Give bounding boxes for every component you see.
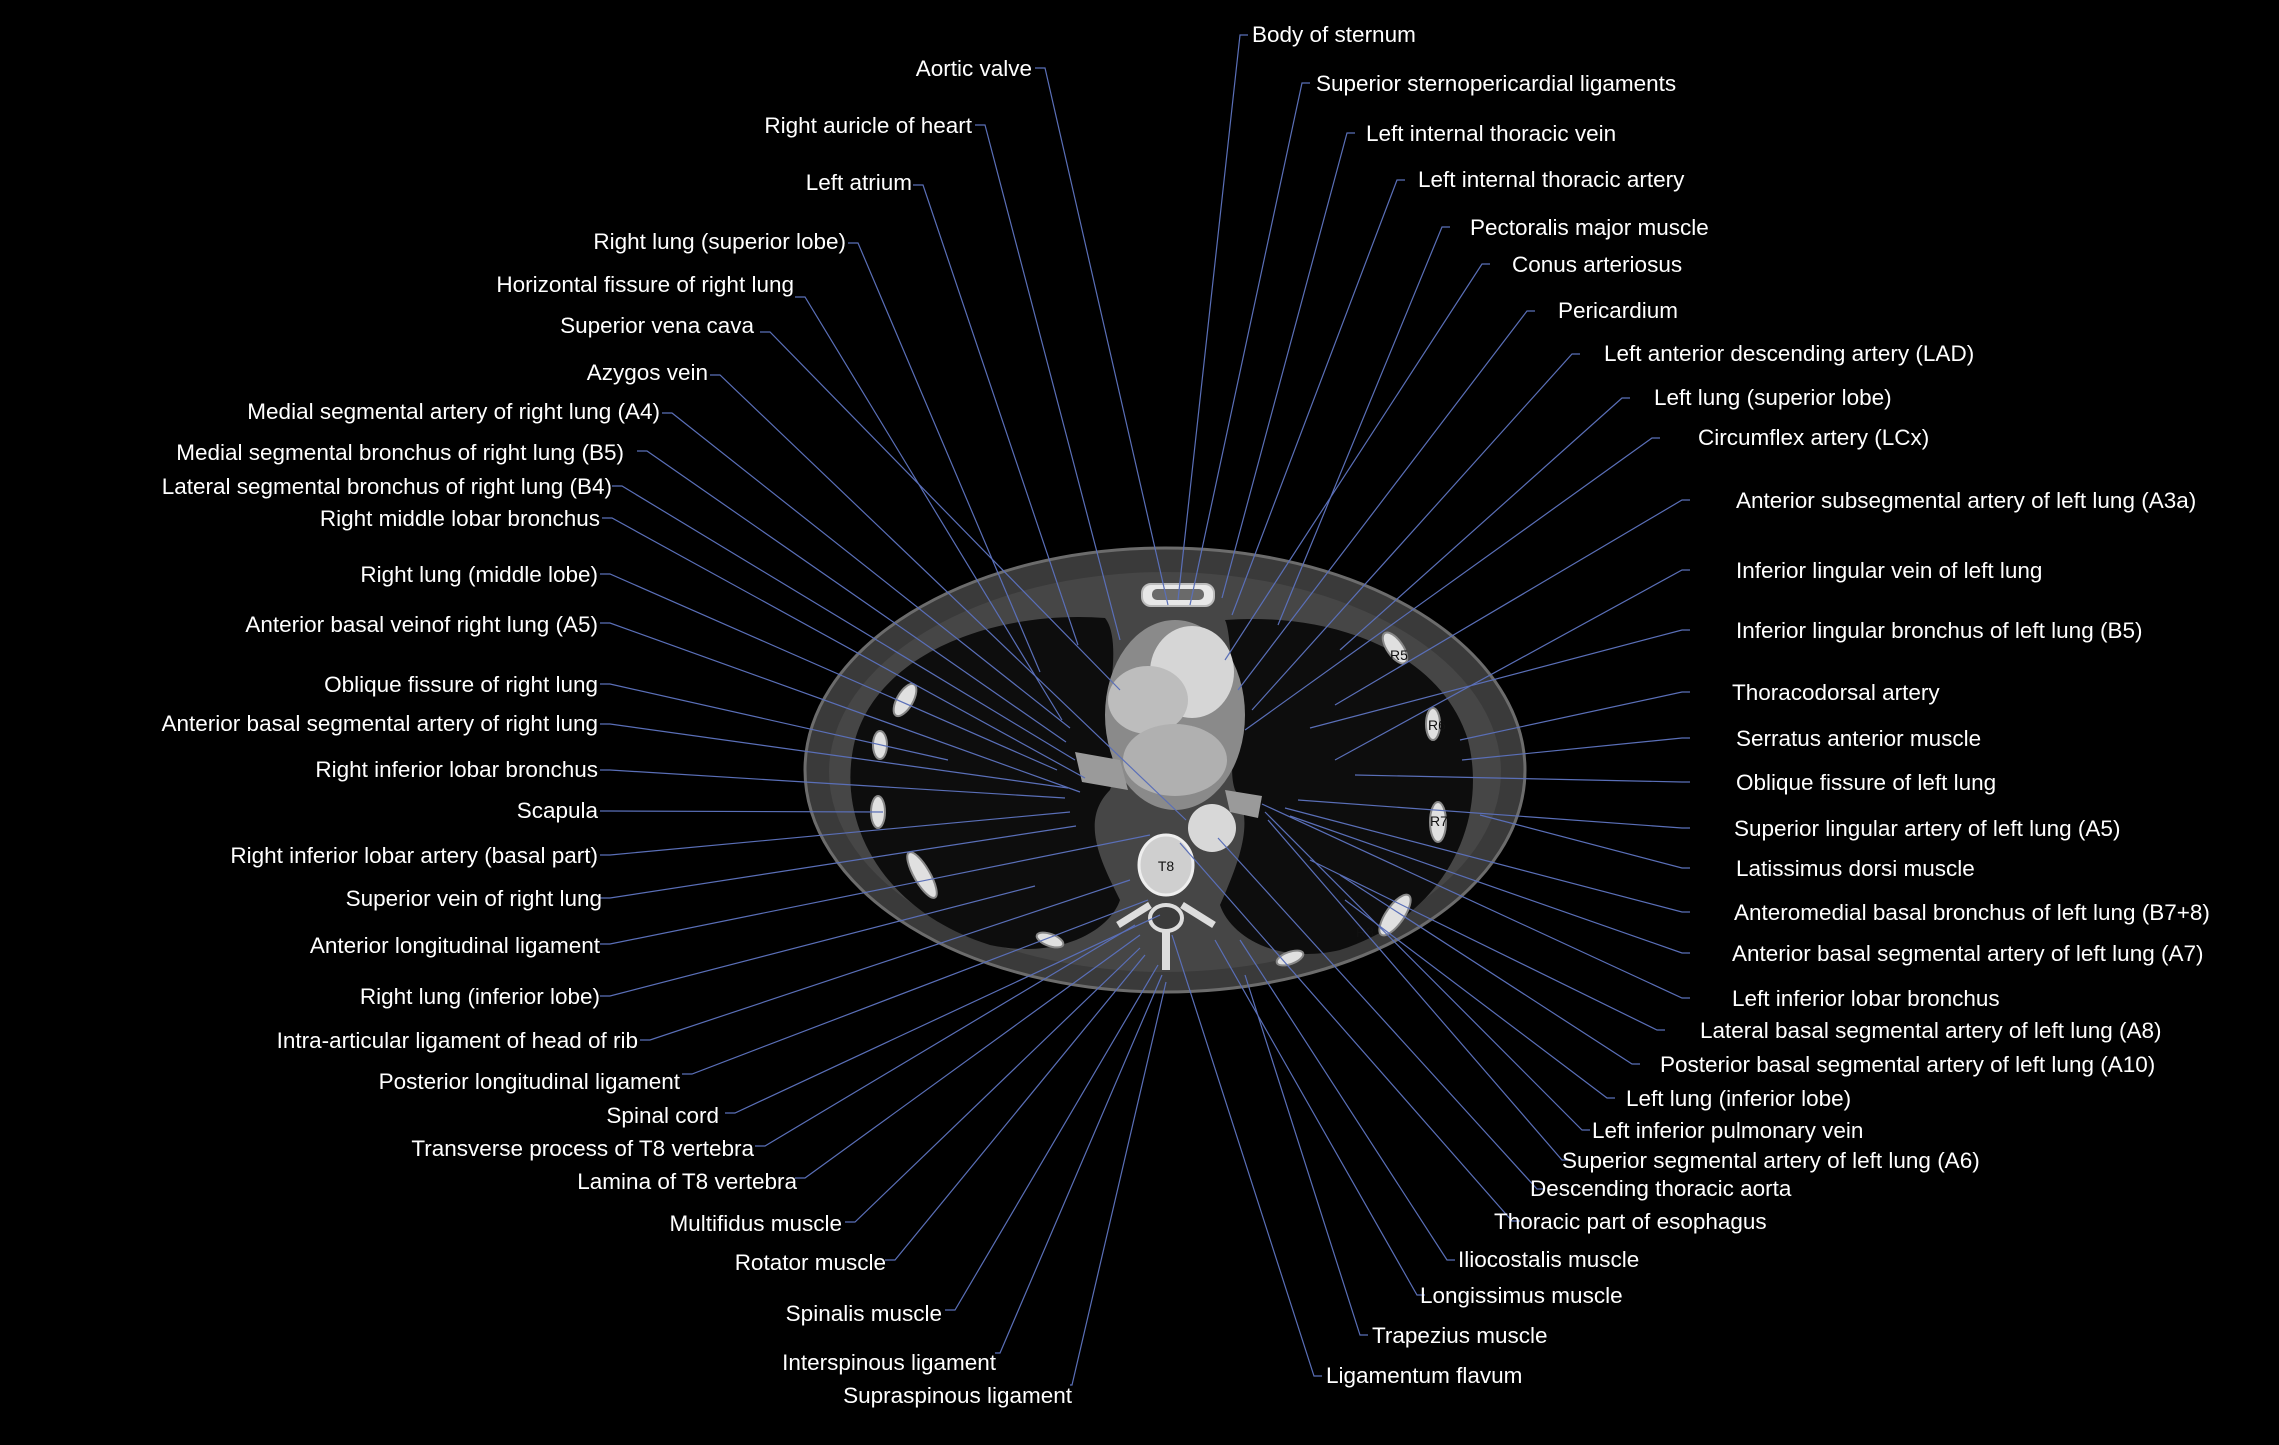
label-longissimus-muscle: Longissimus muscle xyxy=(1420,1283,1623,1308)
label-transverse-process-t8: Transverse process of T8 vertebra xyxy=(411,1136,754,1161)
label-thoracic-esophagus: Thoracic part of esophagus xyxy=(1494,1209,1767,1234)
label-inferior-lingular-vein: Inferior lingular vein of left lung xyxy=(1736,558,2042,583)
label-ligamentum-flavum: Ligamentum flavum xyxy=(1326,1363,1522,1388)
label-scapula: Scapula xyxy=(517,798,599,823)
label-left-atrium: Left atrium xyxy=(806,170,912,195)
label-anterior-subsegmental-artery-a3a: Anterior subsegmental artery of left lun… xyxy=(1736,488,2196,513)
rib-label-r7: R7 xyxy=(1430,813,1448,829)
label-supraspinous-ligament: Supraspinous ligament xyxy=(843,1383,1073,1408)
label-circumflex-artery: Circumflex artery (LCx) xyxy=(1698,425,1929,450)
label-posterior-basal-artery-a10: Posterior basal segmental artery of left… xyxy=(1660,1052,2155,1077)
label-thoracodorsal-artery: Thoracodorsal artery xyxy=(1732,680,1940,705)
descending-aorta-shape xyxy=(1188,804,1236,852)
label-superior-vena-cava: Superior vena cava xyxy=(560,313,754,338)
label-latissimus-dorsi: Latissimus dorsi muscle xyxy=(1736,856,1975,881)
label-anterior-longitudinal-ligament: Anterior longitudinal ligament xyxy=(310,933,601,958)
label-right-auricle: Right auricle of heart xyxy=(764,113,972,138)
right-hilum xyxy=(1075,752,1128,790)
label-pericardium: Pericardium xyxy=(1558,298,1678,323)
label-superior-lingular-artery-a5: Superior lingular artery of left lung (A… xyxy=(1734,816,2120,841)
label-iliocostalis-muscle: Iliocostalis muscle xyxy=(1458,1247,1639,1272)
label-medial-segmental-bronchus-b5: Medial segmental bronchus of right lung … xyxy=(176,440,624,465)
label-rotator-muscle: Rotator muscle xyxy=(735,1250,886,1275)
rib-label-r5: R5 xyxy=(1390,647,1408,663)
right-ventricle xyxy=(1108,666,1188,734)
label-spinal-cord: Spinal cord xyxy=(606,1103,719,1128)
vertebra-t8: T8 xyxy=(1116,833,1216,970)
label-horizontal-fissure-right: Horizontal fissure of right lung xyxy=(496,272,794,297)
label-pectoralis-major: Pectoralis major muscle xyxy=(1470,215,1709,240)
label-serratus-anterior: Serratus anterior muscle xyxy=(1736,726,1981,751)
label-superior-segmental-artery-a6: Superior segmental artery of left lung (… xyxy=(1562,1148,1980,1173)
label-left-lung-inferior-lobe: Left lung (inferior lobe) xyxy=(1626,1086,1851,1111)
ct-axial-slice: T8 R5 R6 R7 R8 xyxy=(803,546,1527,994)
label-anterior-basal-vein-right: Anterior basal veinof right lung (A5) xyxy=(245,612,598,637)
label-left-internal-thoracic-artery: Left internal thoracic artery xyxy=(1418,167,1685,192)
label-superior-sternopericardial-ligaments: Superior sternopericardial ligaments xyxy=(1316,71,1676,96)
label-right-lung-middle-lobe: Right lung (middle lobe) xyxy=(360,562,598,587)
label-left-lung-superior-lobe: Left lung (superior lobe) xyxy=(1654,385,1892,410)
label-anterior-basal-artery-a7: Anterior basal segmental artery of left … xyxy=(1732,941,2203,966)
label-superior-vein-right-lung: Superior vein of right lung xyxy=(346,886,602,911)
label-lad: Left anterior descending artery (LAD) xyxy=(1604,341,1974,366)
label-oblique-fissure-right: Oblique fissure of right lung xyxy=(324,672,598,697)
label-posterior-longitudinal-ligament: Posterior longitudinal ligament xyxy=(379,1069,681,1094)
label-lamina-t8: Lamina of T8 vertebra xyxy=(577,1169,797,1194)
rib-label-r6: R6 xyxy=(1428,717,1446,733)
leader-lines xyxy=(600,34,1690,1386)
label-body-of-sternum: Body of sternum xyxy=(1252,22,1416,47)
label-intra-articular-ligament: Intra-articular ligament of head of rib xyxy=(277,1028,638,1053)
label-inferior-lingular-bronchus-b5: Inferior lingular bronchus of left lung … xyxy=(1736,618,2142,643)
label-medial-segmental-artery-a4: Medial segmental artery of right lung (A… xyxy=(247,399,660,424)
label-left-internal-thoracic-vein: Left internal thoracic vein xyxy=(1366,121,1616,146)
label-right-inferior-lobar-bronchus: Right inferior lobar bronchus xyxy=(315,757,598,782)
label-right-inferior-lobar-artery: Right inferior lobar artery (basal part) xyxy=(230,843,598,868)
vertebra-label: T8 xyxy=(1158,858,1175,874)
label-multifidus-muscle: Multifidus muscle xyxy=(669,1211,842,1236)
label-right-middle-lobar-bronchus: Right middle lobar bronchus xyxy=(320,506,600,531)
label-anteromedial-basal-bronchus-b78: Anteromedial basal bronchus of left lung… xyxy=(1734,900,2210,925)
right-labels: Body of sternum Superior sternopericardi… xyxy=(1252,22,2210,1388)
label-lateral-basal-artery-a8: Lateral basal segmental artery of left l… xyxy=(1700,1018,2162,1043)
left-labels: Aortic valve Right auricle of heart Left… xyxy=(162,56,1073,1408)
left-hilum xyxy=(1225,790,1262,818)
label-left-inferior-lobar-bronchus: Left inferior lobar bronchus xyxy=(1732,986,2000,1011)
label-azygos-vein: Azygos vein xyxy=(587,360,708,385)
left-atrium-shape xyxy=(1123,724,1227,796)
label-conus-arteriosus: Conus arteriosus xyxy=(1512,252,1682,277)
label-spinalis-muscle: Spinalis muscle xyxy=(786,1301,942,1326)
label-right-lung-inferior-lobe: Right lung (inferior lobe) xyxy=(360,984,600,1009)
label-descending-thoracic-aorta: Descending thoracic aorta xyxy=(1530,1176,1792,1201)
label-oblique-fissure-left: Oblique fissure of left lung xyxy=(1736,770,1996,795)
label-left-inferior-pulmonary-vein: Left inferior pulmonary vein xyxy=(1592,1118,1863,1143)
label-right-lung-superior-lobe: Right lung (superior lobe) xyxy=(593,229,846,254)
label-aortic-valve: Aortic valve xyxy=(916,56,1032,81)
label-trapezius-muscle: Trapezius muscle xyxy=(1372,1323,1547,1348)
label-anterior-basal-artery-right: Anterior basal segmental artery of right… xyxy=(162,711,598,736)
label-lateral-segmental-bronchus-b4: Lateral segmental bronchus of right lung… xyxy=(162,474,612,499)
label-interspinous-ligament: Interspinous ligament xyxy=(782,1350,997,1375)
